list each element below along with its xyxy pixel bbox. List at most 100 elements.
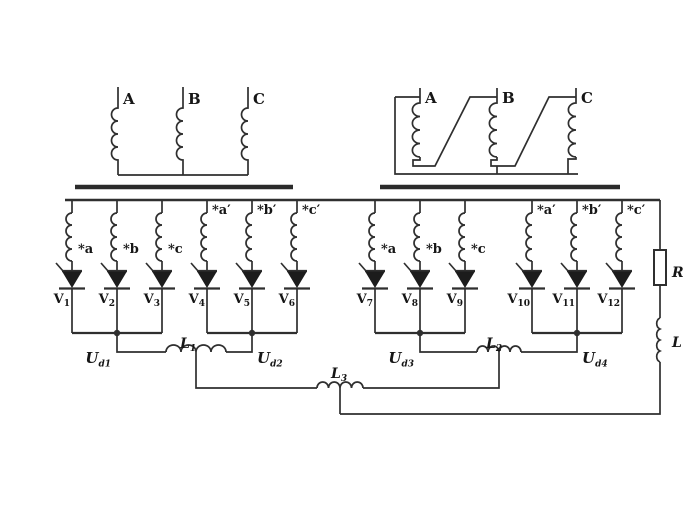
wye-primary-winding: A B C [110, 87, 265, 176]
secondary-winding-coil [65, 212, 73, 262]
ud3-label: Ud3 [388, 349, 414, 370]
load-inductor-coil [655, 317, 662, 363]
secondary-winding-coil [615, 212, 623, 262]
thyristor-label: V6 [278, 292, 295, 309]
secondary-winding-coil [200, 212, 208, 262]
secondary-winding-coil [245, 212, 253, 262]
thyristor-branch-V8: V8 *b [401, 200, 442, 333]
thyristor-label: V8 [401, 292, 418, 309]
thyristor-label: V4 [188, 292, 205, 309]
winding-polarity-label: *c [168, 242, 183, 257]
winding-polarity-label: *a [381, 242, 397, 257]
winding-polarity-label: *b [123, 242, 139, 257]
wye-phase-c-coil [240, 87, 249, 175]
thyristor-branch-V4: V4 *a′ [188, 200, 231, 333]
thyristor-label: V3 [143, 292, 160, 309]
thyristor-triangle-icon [197, 271, 217, 288]
thyristor-branch-V7: V7 *a [356, 200, 397, 333]
winding-polarity-label: *a′ [212, 203, 231, 218]
delta-phase-c [567, 88, 577, 174]
thyristor-branch-V11: V11*b′ [551, 200, 602, 333]
thyristor-label: V7 [356, 292, 373, 309]
jumper-ud1 [116, 333, 166, 353]
terminal-label-b-left: B [188, 90, 201, 108]
interphase-reactors: L1 L2 L3 [165, 336, 522, 414]
secondary-winding-coil [155, 212, 163, 262]
thyristor-gate-lead [605, 262, 614, 272]
thyristor-gate-lead [100, 262, 109, 272]
delta-primary-winding: A B C [394, 88, 593, 175]
thyristor-triangle-icon [62, 271, 82, 288]
thyristor-gate-lead [403, 262, 412, 272]
thyristor-gate-lead [235, 262, 244, 272]
thyristor-label: V12 [596, 292, 620, 309]
thyristor-gate-lead [358, 262, 367, 272]
thyristor-gate-lead [515, 262, 524, 272]
terminal-label-a-left: A [122, 90, 135, 108]
terminal-label-b-right: B [502, 89, 515, 107]
thyristor-gate-lead [448, 262, 457, 272]
thyristor-branch-V10: V10*a′ [506, 200, 556, 333]
terminal-label-a-right: A [424, 89, 437, 107]
thyristor-branch-V5: V5*b′ [233, 200, 277, 333]
winding-polarity-label: *b′ [257, 203, 277, 218]
thyristor-gate-lead [190, 262, 199, 272]
dc-return-rail [340, 362, 661, 415]
thyristor-gate-lead [280, 262, 289, 272]
winding-polarity-label: *c [471, 242, 486, 257]
thyristor-triangle-icon [522, 271, 542, 288]
secondary-winding-coil [458, 212, 466, 262]
winding-polarity-label: *c′ [627, 203, 646, 218]
jumper-ud3 [419, 333, 477, 353]
cathode-group-bars [72, 329, 622, 353]
thyristor-triangle-icon [455, 271, 475, 288]
ud1-label: Ud1 [85, 349, 111, 370]
jumper-ud4 [521, 333, 578, 353]
thyristor-label: V1 [53, 292, 70, 309]
secondary-winding-coil [110, 212, 118, 262]
thyristor-branch-V3: V3 *c [143, 200, 183, 333]
thyristor-triangle-icon [567, 271, 587, 288]
terminal-label-c-right: C [581, 89, 593, 107]
reactor-L2-label: L2 [485, 336, 502, 354]
dc-voltage-labels: Ud1 Ud2 Ud3 Ud4 [85, 349, 607, 370]
reactor-L1-label: L1 [179, 336, 196, 354]
ud4-label: Ud4 [582, 349, 608, 370]
thyristor-gate-lead [145, 262, 154, 272]
reactor-L1-tap [195, 352, 317, 389]
winding-polarity-label: *b [426, 242, 442, 257]
wye-phase-a-coil [110, 87, 119, 175]
thyristor-branch-V12: V12 *c′ [596, 200, 646, 333]
thyristor-triangle-icon [107, 271, 127, 288]
thyristor-triangle-icon [152, 271, 172, 288]
reactor-L2-tap [363, 352, 500, 389]
secondary-winding-coil [368, 212, 376, 262]
load-resistor-label: R [671, 265, 684, 281]
delta-return-and-rail [394, 97, 578, 175]
secondary-winding-coil [525, 212, 533, 262]
thyristor-branch-V1: V1 *a [53, 200, 94, 333]
thyristor-gate-lead [55, 262, 64, 272]
thyristor-branch-V9: V9*c [446, 200, 486, 333]
load-resistor [653, 249, 667, 286]
reactor-L3-label: L3 [330, 366, 347, 384]
thyristor-triangle-icon [365, 271, 385, 288]
secondary-winding-coil [570, 212, 578, 262]
thyristor-triangle-icon [410, 271, 430, 288]
jumper-ud2 [226, 333, 253, 353]
winding-polarity-label: *a [78, 242, 94, 257]
terminal-label-c-left: C [253, 90, 265, 108]
delta-phase-a [395, 88, 497, 167]
thyristor-triangle-icon [612, 271, 632, 288]
load-inductor-label: L [671, 335, 682, 351]
thyristor-label: V2 [98, 292, 115, 309]
thyristor-branch-V6: V6 *c′ [278, 200, 321, 333]
load-branch: R L [340, 200, 684, 415]
thyristor-label: V10 [506, 292, 530, 309]
ud2-label: Ud2 [257, 349, 283, 370]
secondary-winding-coil [290, 212, 298, 262]
thyristor-triangle-icon [242, 271, 262, 288]
winding-polarity-label: *c′ [302, 203, 321, 218]
